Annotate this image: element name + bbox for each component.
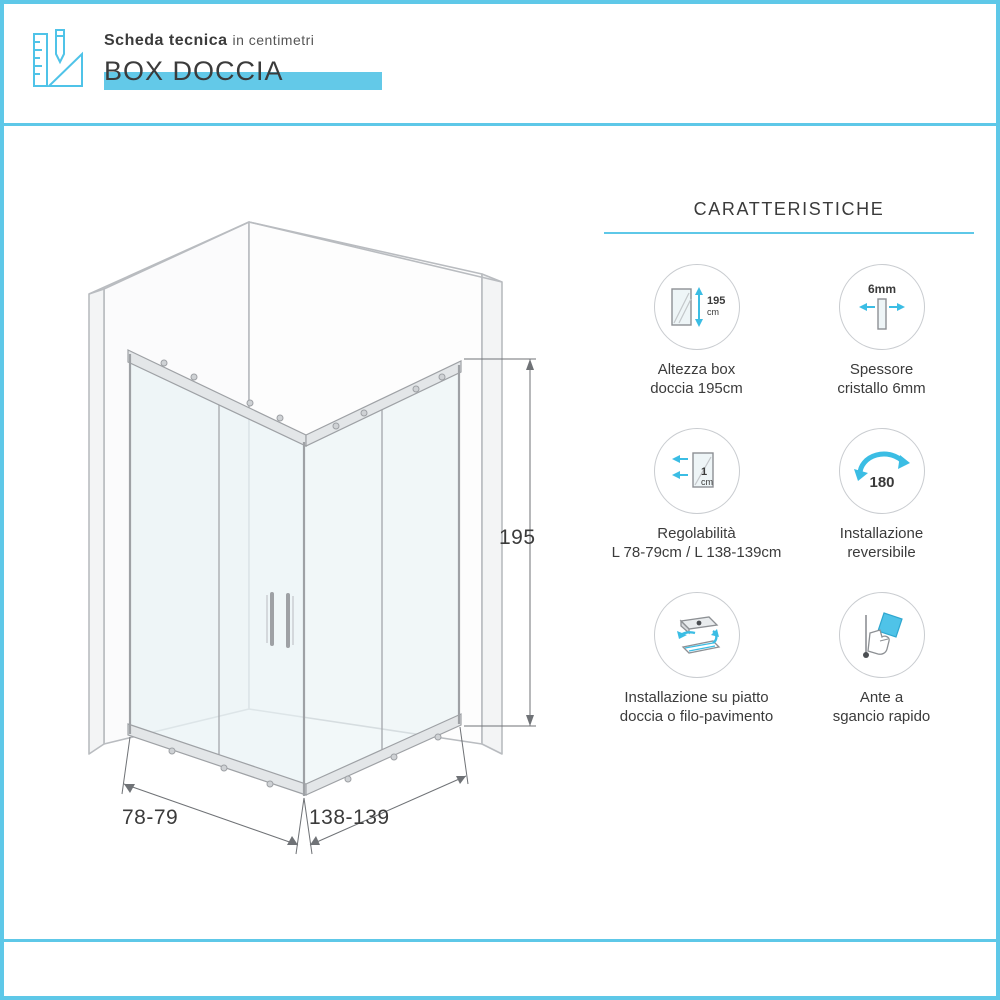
title-sub: in centimetri <box>232 32 315 48</box>
feature-reversible-caption-2: reversibile <box>847 544 916 561</box>
feature-height-caption-1: Altezza box <box>657 361 736 378</box>
features-panel: CARATTERISTICHE 195 cm <box>604 199 974 756</box>
feature-adjustability: 1 cm Regolabilità L 78-79cm / L 138-139c… <box>604 428 789 562</box>
title-highlight-bar <box>104 72 382 90</box>
glass-height-icon: 195 cm <box>653 264 740 350</box>
title-main: Scheda tecnica <box>104 32 228 49</box>
ruler-pencil-icon <box>32 28 86 90</box>
dimension-depth-label: 78-79 <box>122 806 179 829</box>
dimension-height-label: 195 <box>499 526 536 549</box>
reversible-180-icon: 180 <box>838 428 925 514</box>
features-grid: 195 cm Altezza box doccia 195cm 6mm <box>604 264 974 756</box>
feature-quick-release-caption-2: sgancio rapido <box>832 708 931 725</box>
feature-height: 195 cm Altezza box doccia 195cm <box>604 264 789 398</box>
shower-enclosure-technical-drawing: 195 78-79 138-139 <box>64 154 624 914</box>
feature-height-badge: 195 <box>707 295 725 307</box>
feature-reversible: 180 Installazione reversibile <box>789 428 974 562</box>
feature-adjustability-badge: 1 <box>701 466 707 478</box>
header: Scheda tecnica in centimetri BOX DOCCIA <box>4 4 996 126</box>
glass-thickness-icon: 6mm <box>838 264 925 350</box>
feature-thickness-caption-1: Spessore <box>849 361 914 378</box>
features-divider <box>604 232 974 234</box>
feature-height-caption-2: doccia 195cm <box>650 380 743 397</box>
page-title: BOX DOCCIA <box>104 56 382 90</box>
title-big: BOX DOCCIA <box>104 56 284 86</box>
footer-divider <box>4 939 996 942</box>
dimension-width-label: 138-139 <box>309 806 390 829</box>
feature-reversible-caption-1: Installazione <box>839 525 924 542</box>
feature-quick-release: Ante a sgancio rapido <box>789 592 974 726</box>
shower-tray-floor-icon <box>653 592 740 678</box>
quick-release-door-icon <box>838 592 925 678</box>
features-title: CARATTERISTICHE <box>693 199 885 219</box>
feature-tray-caption-1: Installazione su piatto <box>624 689 769 706</box>
feature-thickness: 6mm Spessore cristallo 6mm <box>789 264 974 398</box>
adjustability-icon: 1 cm <box>653 428 740 514</box>
feature-height-badge-unit: cm <box>707 307 719 317</box>
feature-thickness-badge: 6mm <box>867 282 895 296</box>
page-subtitle: Scheda tecnica in centimetri <box>104 32 314 50</box>
feature-adjustability-badge-unit: cm <box>701 477 713 487</box>
feature-adjustability-caption-1: Regolabilità <box>657 525 736 542</box>
feature-tray-caption-2: doccia o filo-pavimento <box>619 708 774 725</box>
header-divider <box>4 123 996 126</box>
feature-thickness-caption-2: cristallo 6mm <box>837 380 926 397</box>
feature-adjustability-caption-2: L 78-79cm / L 138-139cm <box>611 544 782 561</box>
feature-reversible-badge: 180 <box>869 474 894 491</box>
feature-tray-installation: Installazione su piatto doccia o filo-pa… <box>604 592 789 726</box>
feature-quick-release-caption-1: Ante a <box>859 689 904 706</box>
header-titles: Scheda tecnica in centimetri BOX DOCCIA <box>104 32 382 90</box>
